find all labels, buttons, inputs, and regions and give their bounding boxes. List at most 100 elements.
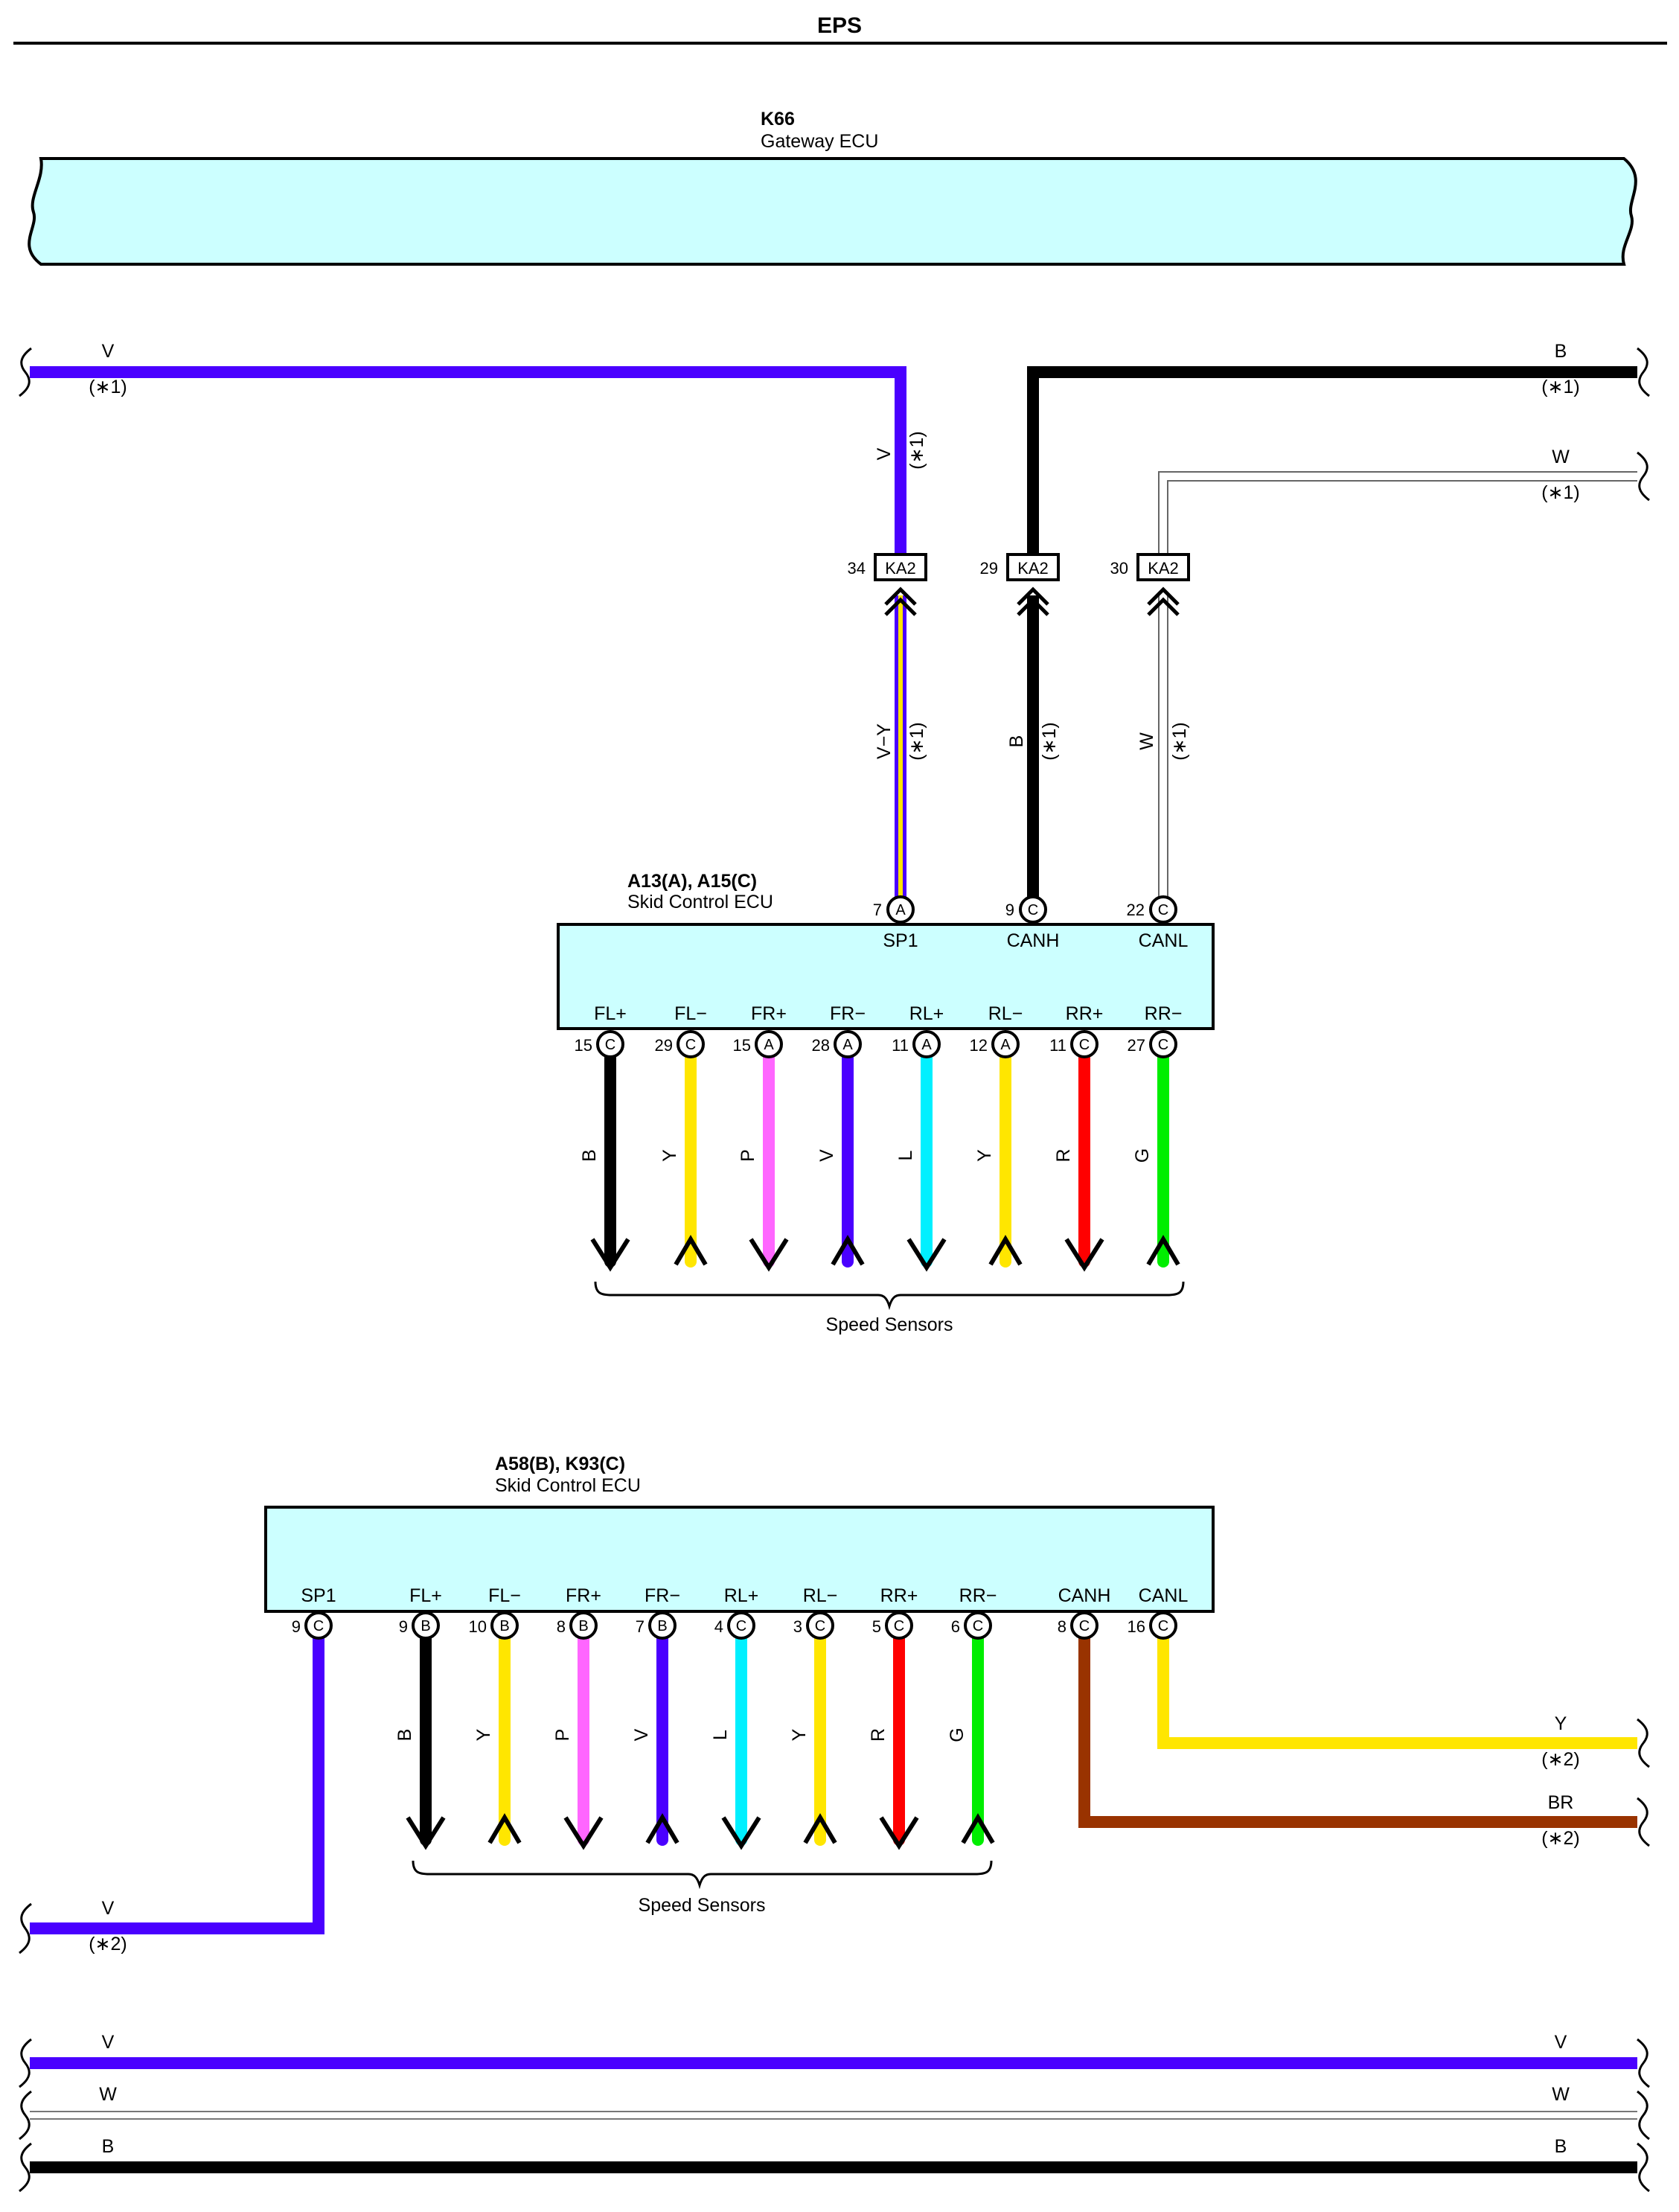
svg-text:FR+: FR+: [566, 1585, 601, 1606]
svg-text:C: C: [605, 1037, 615, 1053]
wire-w-lower-note: (∗1): [1169, 722, 1190, 761]
ecu2-pin-fl-minus: FL−B10: [469, 1585, 521, 1640]
ecu2-sensor-wire-5: L: [710, 1631, 761, 1850]
ecu1-sensor-wire-0-label: B: [579, 1149, 600, 1162]
ecu1-pin-canh: C 9 CANH: [1005, 895, 1060, 951]
ecu1-pin-rl-minus: RL−A12: [970, 1003, 1023, 1058]
break-symbol-bus-left-w: [19, 2090, 32, 2141]
wire-v-y-label: V−Y: [874, 723, 895, 759]
ecu1-pin-sp1: A 7 SP1: [873, 895, 918, 951]
bus-b-right-label: B: [1555, 2136, 1567, 2157]
svg-text:C: C: [1158, 1618, 1168, 1634]
break-symbol-bus-left-b: [19, 2142, 32, 2193]
break-symbol-bus-right-w: [1637, 2090, 1650, 2141]
gateway-code: K66: [761, 109, 795, 130]
speed-sensors-brace-1: [594, 1281, 1185, 1311]
wire-v-left: [30, 366, 906, 554]
break-symbol-bus-right-b: [1637, 2142, 1650, 2193]
ecu1-pin-rr-plus: RR+C11: [1049, 1003, 1103, 1058]
svg-text:C: C: [685, 1037, 696, 1053]
svg-text:10: 10: [469, 1617, 487, 1636]
svg-text:9: 9: [1005, 901, 1014, 919]
ecu1-sensor-wire-4: L: [895, 1051, 947, 1272]
ecu2-sensor-wire-3-label: P: [552, 1729, 573, 1742]
svg-text:RR−: RR−: [959, 1585, 997, 1606]
ecu1-pin-fl-minus: FL−C29: [655, 1003, 707, 1058]
ecu2-name: Skid Control ECU: [495, 1475, 641, 1496]
ecu1-sensor-wire-5: Y: [974, 1051, 1023, 1268]
ecu2-sensor-wire-5-label: L: [710, 1730, 731, 1740]
bottom-bus: V V W W B B: [19, 2032, 1650, 2193]
ecu1-sensor-wire-3: V: [816, 1051, 865, 1268]
svg-text:C: C: [736, 1618, 746, 1634]
wire-b-right-note: (∗1): [1541, 377, 1580, 397]
ecu1-sensor-wire-1-label: Y: [659, 1149, 680, 1162]
break-symbol-sp1-v: [19, 1902, 32, 1954]
wire-sp1-v-note: (∗2): [89, 1934, 127, 1954]
ecu1-sensor-wire-0: B: [579, 1051, 630, 1272]
ecu2-sensor-wire-1-label: B: [394, 1729, 415, 1742]
break-symbol-bus-right-v: [1637, 2038, 1650, 2088]
ecu2-sensor-wire-2-label: Y: [473, 1728, 494, 1741]
ecu1-sensor-pins: BFL+C15YFL−C29PFR+A15VFR−A28LRL+A11YRL−A…: [575, 1003, 1182, 1272]
svg-text:KA2: KA2: [1148, 559, 1179, 578]
svg-text:FR−: FR−: [830, 1003, 866, 1024]
ecu1-sensor-wire-4-label: L: [895, 1150, 916, 1160]
speed-sensors-label-1: Speed Sensors: [826, 1314, 953, 1335]
ecu2-pin-rr-plus: RR+C5: [872, 1585, 918, 1640]
wire-w-right: [1160, 473, 1637, 554]
svg-text:27: 27: [1128, 1036, 1145, 1055]
ecu1-sensor-wire-3-label: V: [816, 1149, 837, 1162]
wire-w-right-note: (∗1): [1541, 482, 1580, 503]
wire-sp1-v-label: V: [102, 1898, 115, 1919]
svg-text:A: A: [895, 902, 906, 918]
chevron-34: [884, 586, 917, 616]
svg-text:11: 11: [1049, 1036, 1066, 1055]
gateway-name: Gateway ECU: [761, 131, 878, 152]
wire-b-lower-label: B: [1006, 735, 1027, 748]
svg-text:8: 8: [1058, 1617, 1066, 1636]
ecu2-sensor-wire-8: G: [947, 1631, 995, 1846]
svg-text:C: C: [1028, 902, 1038, 918]
wire-w-right-label: W: [1552, 447, 1570, 467]
ecu1-sensor-wire-6-label: R: [1053, 1148, 1074, 1162]
ecu1-pin-rr-minus: RR−C27: [1128, 1003, 1182, 1058]
svg-text:SP1: SP1: [883, 930, 918, 951]
wire-b-lower-note: (∗1): [1039, 722, 1060, 761]
wire-w-lower-label: W: [1136, 732, 1157, 750]
svg-text:8: 8: [557, 1617, 566, 1636]
wire-b-right: [1027, 366, 1637, 554]
speed-sensors-brace-2: [412, 1860, 993, 1890]
ecu1-sensor-wire-2-label: P: [738, 1149, 758, 1162]
ecu2-pin-rr-minus: RR−C6: [951, 1585, 997, 1640]
svg-text:11: 11: [892, 1036, 909, 1055]
svg-text:CANH: CANH: [1007, 930, 1060, 951]
ecu1-pin-canl: C 22 CANL: [1127, 895, 1188, 951]
wire-v-left-label: V: [102, 341, 115, 362]
ecu2-box: [264, 1506, 1215, 1613]
svg-text:C: C: [1079, 1618, 1090, 1634]
ecu2-sensor-wire-8-label: G: [947, 1727, 968, 1742]
ecu1-code: A13(A), A15(C): [627, 871, 757, 892]
wire-canl-y-label: Y: [1555, 1713, 1567, 1734]
ecu2-pins: SP1C9BFL+B9YFL−B10PFR+B8VFR−B7LRL+C4YRL−…: [292, 1585, 1188, 1850]
svg-text:28: 28: [812, 1036, 830, 1055]
wire-canh-br-note: (∗2): [1541, 1828, 1580, 1849]
ecu2-sensor-wire-7: R: [868, 1631, 919, 1850]
ka2-connector-34: KA2 34: [848, 553, 927, 581]
ecu2-sensor-wire-2: Y: [473, 1631, 522, 1846]
svg-text:FL−: FL−: [674, 1003, 707, 1024]
svg-text:RL+: RL+: [909, 1003, 944, 1024]
svg-text:B: B: [499, 1618, 509, 1634]
speed-sensors-label-2: Speed Sensors: [639, 1895, 766, 1916]
svg-text:C: C: [1079, 1037, 1090, 1053]
ecu1-pin-fr-plus: FR+A15: [733, 1003, 787, 1058]
svg-text:4: 4: [714, 1617, 723, 1636]
break-symbol-bus-left-v: [19, 2038, 32, 2088]
svg-text:FR+: FR+: [751, 1003, 787, 1024]
ka2-connector-30: KA2 30: [1110, 553, 1190, 581]
svg-text:9: 9: [292, 1617, 301, 1636]
chevron-30: [1147, 586, 1180, 616]
